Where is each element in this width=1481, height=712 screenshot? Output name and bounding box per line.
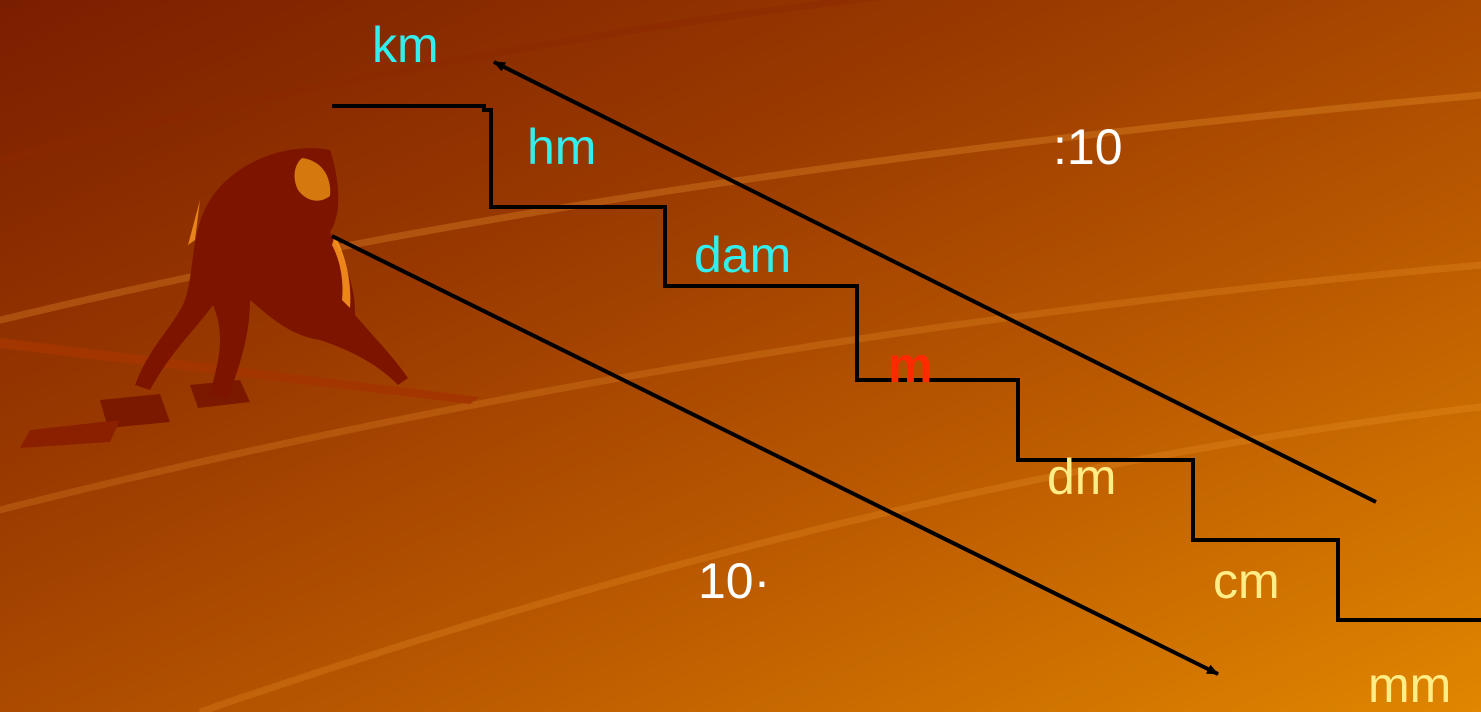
divide-arrow — [493, 60, 1377, 504]
unit-label-km: km — [372, 17, 439, 73]
unit-label-mm: mm — [1368, 657, 1452, 712]
unit-label-dm: dm — [1047, 449, 1117, 505]
unit-label-hm: hm — [527, 119, 597, 175]
sprinter-at-start-blocks-icon — [0, 148, 480, 448]
staircase-line — [332, 104, 1481, 622]
unit-label-dam: dam — [694, 227, 792, 283]
multiply-by-ten-label: 10· — [698, 553, 771, 609]
unit-label-m: m — [888, 337, 933, 393]
multiply-arrow — [331, 234, 1219, 676]
divide-by-ten-label: :10 — [1053, 119, 1123, 175]
unit-label-cm: cm — [1213, 553, 1280, 609]
